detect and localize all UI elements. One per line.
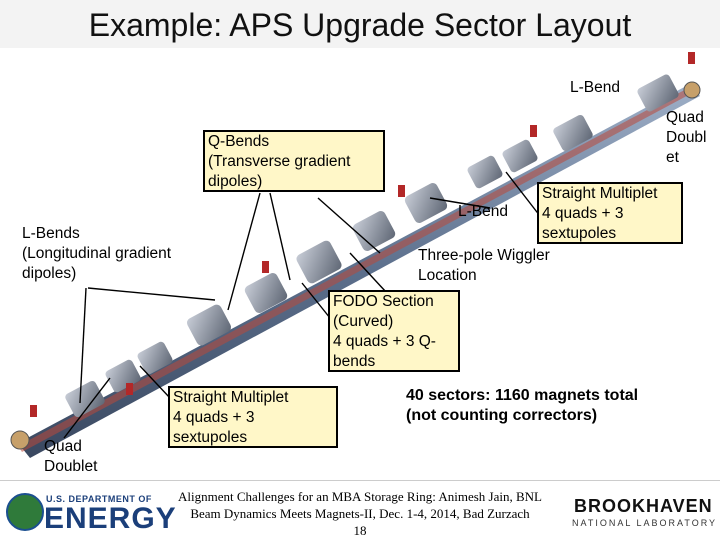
sector-layout-illustration [10,52,701,458]
callout-fodo-section: FODO Section (Curved) 4 quads + 3 Q- ben… [328,290,460,372]
magnet [502,139,538,173]
label-sector-count: 40 sectors: 1160 magnets total (not coun… [406,387,639,424]
pipe-end [683,81,701,99]
footer-bar [0,480,720,541]
doe-seal-logo [6,493,44,531]
callout-line [301,282,331,319]
marker [126,383,133,395]
callout-line [269,192,291,281]
marker [30,405,37,417]
doe-logo-small-text: U.S. DEPARTMENT OF [46,494,152,504]
magnet [467,155,503,189]
page-number: 18 [353,523,367,538]
callout-straight-multiplet-left: Straight Multiplet 4 quads + 3 sextupole… [168,386,338,448]
callout-line [87,287,216,301]
label-l-bend-mid: L-Bend [458,203,508,220]
magnet [244,273,288,313]
marker [530,125,537,137]
callout-line [227,192,261,311]
bnl-logo-text: BROOKHAVEN [574,496,713,516]
beamline [18,84,700,458]
magnet [352,211,396,251]
magnet [137,341,173,375]
magnet [404,183,448,223]
slide-title: Example: APS Upgrade Sector Layout [0,0,720,48]
pipe-end [10,430,30,450]
label-three-pole-wiggler: Three-pole Wiggler Location [418,247,550,284]
marker [688,52,695,64]
label-l-bends-left: L-Bends (Longitudinal gradient dipoles) [22,225,172,282]
magnet [296,240,342,284]
citation: Alignment Challenges for an MBA Storage … [160,488,560,539]
label-quad-doublet-bottom: Quad Doublet [44,438,98,475]
callout-q-bends: Q-Bends (Transverse gradient dipoles) [203,130,385,192]
callout-line [505,171,541,217]
marker [262,261,269,273]
citation-line-1: Alignment Challenges for an MBA Storage … [178,489,542,504]
magnet [186,304,232,346]
marker [398,185,405,197]
callout-line [63,377,111,439]
callout-straight-multiplet-right: Straight Multiplet 4 quads + 3 sextupole… [537,182,683,244]
bnl-logo-subtext: NATIONAL LABORATORY [572,518,718,528]
callout-line [79,287,87,404]
citation-line-2: Beam Dynamics Meets Magnets-II, Dec. 1-4… [190,506,530,521]
callout-lines [63,171,541,439]
label-quad-doublet-top: Quad Doubl et [666,109,707,166]
callout-line [317,197,381,254]
magnet [65,380,105,418]
marker-group [30,52,695,417]
magnet [637,74,679,112]
callout-line [139,365,171,399]
magnet [553,114,593,152]
doe-logo-text: ENERGY [44,502,177,535]
label-l-bend-top: L-Bend [570,79,620,96]
callout-line [429,197,491,209]
